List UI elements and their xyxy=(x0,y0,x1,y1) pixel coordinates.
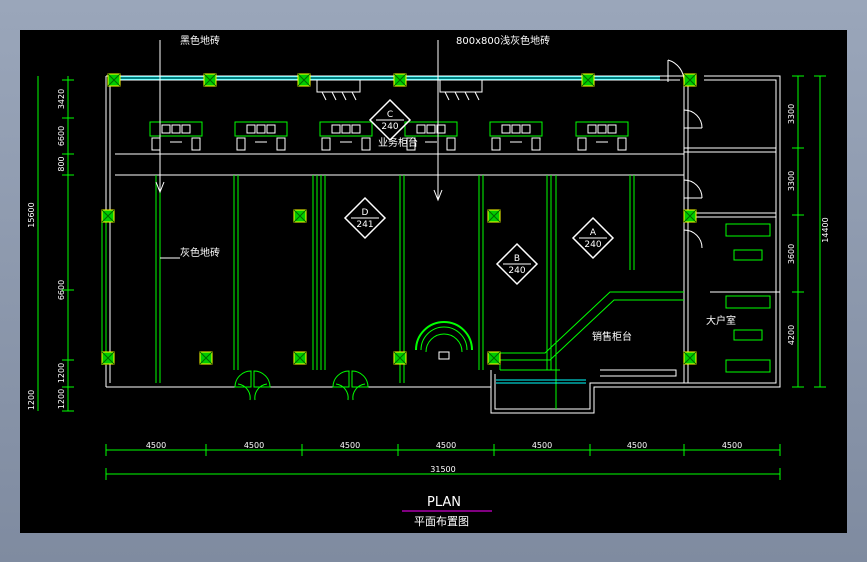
dimension-lines xyxy=(37,76,821,475)
plan-subtitle: 平面布置图 xyxy=(414,515,469,528)
gray-tile-label: 灰色地砖 xyxy=(180,246,220,259)
dim-total: 31500 xyxy=(430,465,455,474)
dim-bottom-4: 4500 xyxy=(532,441,552,450)
section-marker-b: B 240 xyxy=(495,242,539,286)
dim-right-inner-1: 3300 xyxy=(787,171,796,191)
svg-text:B: B xyxy=(514,254,520,264)
workstation-5 xyxy=(575,121,629,151)
workstations xyxy=(149,121,629,151)
dim-right-inner-3: 4200 xyxy=(787,325,796,345)
dim-left-inner-5: 1200 xyxy=(57,389,66,409)
section-marker-c: C 240 xyxy=(368,98,412,142)
svg-text:C: C xyxy=(387,110,393,120)
reception-desk xyxy=(415,321,473,360)
green-partitions xyxy=(101,175,635,409)
dim-left-outer-0: 15600 xyxy=(27,202,36,227)
vip-room-sofas xyxy=(710,223,780,373)
top-windows xyxy=(116,76,660,80)
dim-left-outer-1: 1200 xyxy=(27,390,36,410)
dim-bottom-2: 4500 xyxy=(340,441,360,450)
ceiling-fixtures xyxy=(316,80,483,101)
dim-bottom-3: 4500 xyxy=(436,441,456,450)
section-marker-d: D 241 xyxy=(343,196,387,240)
svg-text:240: 240 xyxy=(508,266,525,276)
plan-title: PLAN xyxy=(427,495,461,510)
room-labels: 黑色地砖 800x800浅灰色地砖 灰色地砖 业务柜台 销售柜台 大户室 xyxy=(180,34,736,343)
plan-title-block: PLAN 平面布置图 xyxy=(402,495,492,528)
sales-counter-label: 销售柜台 xyxy=(592,330,632,343)
svg-text:240: 240 xyxy=(584,240,601,250)
workstation-0 xyxy=(149,121,203,151)
dim-right-inner-0: 3300 xyxy=(787,104,796,124)
svg-text:241: 241 xyxy=(356,220,373,230)
business-counter-label: 业务柜台 xyxy=(378,136,418,149)
dim-right-outer-0: 14400 xyxy=(821,217,830,242)
vip-room-label: 大户室 xyxy=(706,314,736,327)
black-tile-label: 黑色地砖 xyxy=(180,34,220,47)
workstation-1 xyxy=(234,121,288,151)
dim-bottom-6: 4500 xyxy=(722,441,742,450)
section-marker-a: A 240 xyxy=(571,216,615,260)
svg-text:A: A xyxy=(590,228,597,238)
corridor-band xyxy=(115,147,776,218)
dim-bottom-0: 4500 xyxy=(146,441,166,450)
workstation-3 xyxy=(404,121,458,151)
side-doors xyxy=(667,59,703,249)
dim-bottom-5: 4500 xyxy=(627,441,647,450)
dim-left-inner-0: 3420 xyxy=(57,89,66,109)
workstation-2 xyxy=(319,121,373,151)
svg-text:240: 240 xyxy=(381,122,398,132)
floor-tile-label: 800x800浅灰色地砖 xyxy=(456,34,550,47)
dimension-labels: 4500 4500 4500 4500 4500 4500 4500 31500 15600 12… xyxy=(27,75,830,480)
workstation-4 xyxy=(489,121,543,151)
svg-text:D: D xyxy=(362,208,369,218)
leader-arrows xyxy=(155,40,443,259)
structural-columns xyxy=(101,73,697,365)
dim-right-inner-2: 3600 xyxy=(787,244,796,264)
dim-left-inner-1: 6600 xyxy=(57,126,66,146)
sales-counter-outline xyxy=(496,291,684,384)
dim-bottom-1: 4500 xyxy=(244,441,264,450)
dim-left-inner-2: 800 xyxy=(57,156,66,171)
entrance-doors xyxy=(234,370,369,401)
dim-left-inner-3: 6600 xyxy=(57,280,66,300)
dim-left-inner-4: 1200 xyxy=(57,363,66,383)
